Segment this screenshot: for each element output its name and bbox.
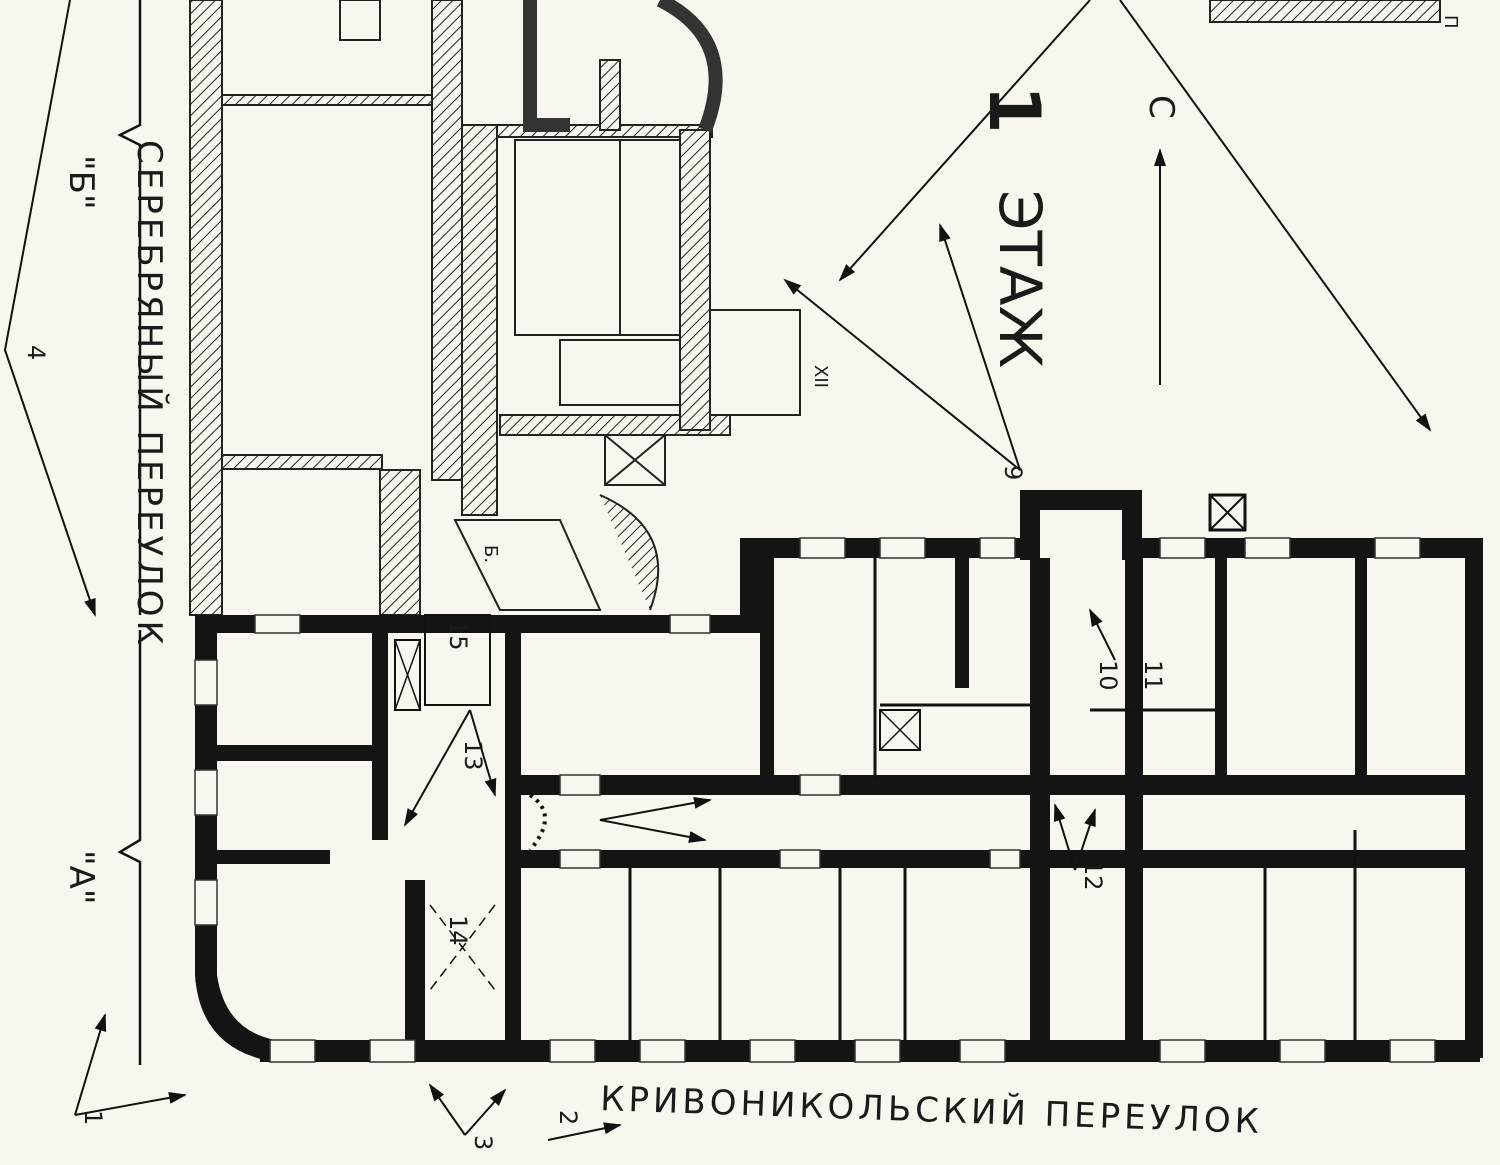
building-a-windows: [194, 537, 1436, 1063]
viewpoint-1: 1: [79, 1110, 107, 1125]
old-building-b: [189, 0, 1441, 616]
viewpoint-2: 2: [554, 1110, 582, 1125]
viewpoint-10: 10: [1094, 660, 1122, 691]
north-label: С: [1141, 95, 1181, 119]
section-a-label: "А": [61, 850, 101, 905]
viewpoint-3: 3: [469, 1135, 497, 1150]
street-krivonikolsky: КРИВОНИКОЛЬСКИЙ ПЕРЕУЛОК: [600, 1078, 1264, 1142]
mark-b-small: Б.: [480, 545, 501, 563]
interior-partitions: [394, 493, 1357, 1040]
viewpoint-numbers: 1 2 3 4 9 10 11 12 13 14 15: [22, 345, 1167, 1150]
viewpoint-11: 11: [1139, 660, 1167, 691]
mark-xii: XII: [810, 365, 831, 388]
viewpoint-13: 13: [459, 740, 487, 771]
floor-number: 1: [973, 85, 1055, 134]
floor-label: ЭТАЖ: [986, 190, 1054, 368]
mark-p: П: [1440, 15, 1461, 29]
viewpoint-12: 12: [1079, 860, 1107, 891]
section-b-label: "Б": [61, 155, 101, 210]
viewpoint-4: 4: [22, 345, 50, 360]
viewpoint-9: 9: [999, 465, 1027, 480]
floor-title: 1 ЭТАЖ С: [973, 85, 1181, 368]
view-lines: [3, 0, 1432, 1141]
viewpoint-14: 14: [444, 915, 472, 946]
viewpoint-15: 15: [444, 620, 472, 651]
street-serebryany: СЕРЕБРЯНЫЙ ПЕРЕУЛОК: [129, 140, 170, 649]
